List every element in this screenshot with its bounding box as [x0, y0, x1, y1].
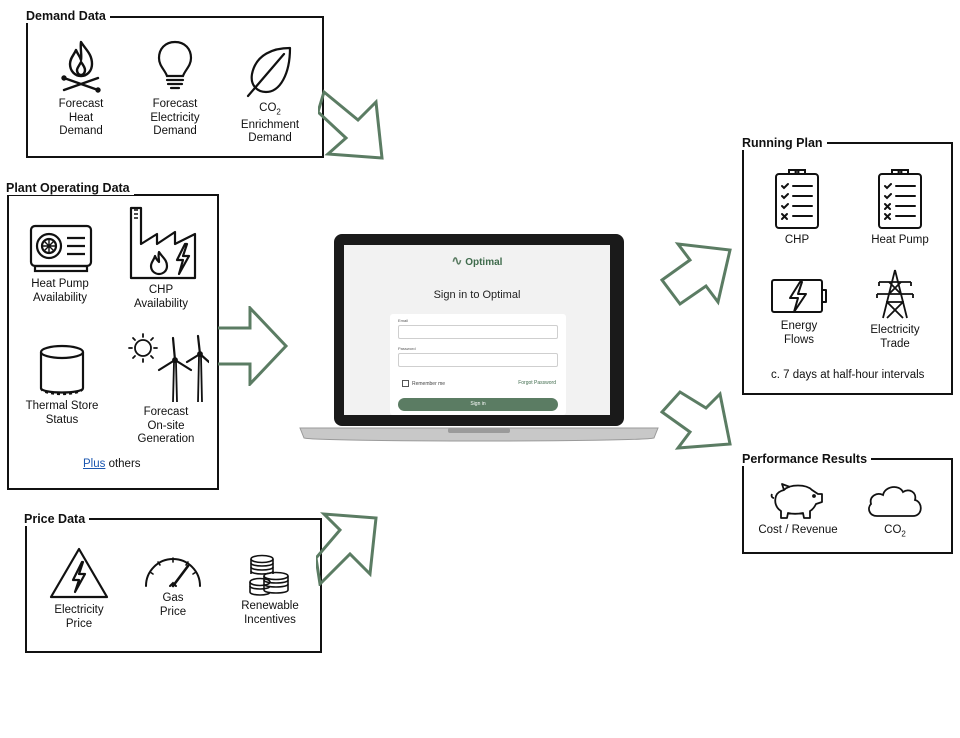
- price-data-title: Price Data: [24, 512, 90, 526]
- running-plan-chp: CHP: [764, 168, 830, 248]
- running-plan-heat-pump: Heat Pump: [862, 168, 938, 248]
- electricity-price: Electricity Price: [46, 546, 112, 631]
- forecast-onsite-generation-label: Forecast On-site Generation: [137, 406, 195, 445]
- cylinder-icon: [39, 344, 85, 396]
- cloud-icon: [868, 486, 922, 517]
- checklist-icon: [775, 169, 819, 229]
- checklist-icon: [878, 169, 922, 229]
- heat-pump-icon: [29, 224, 93, 273]
- electricity-price-label: Electricity Price: [54, 604, 104, 630]
- leaf-icon: [246, 46, 292, 98]
- renewable-incentives-label: Renewable Incentives: [241, 600, 299, 626]
- battery-icon: [771, 279, 827, 313]
- password-field[interactable]: [398, 353, 558, 367]
- performance-cost-revenue-label: Cost / Revenue: [758, 524, 838, 536]
- demand-data-title: Demand Data: [26, 9, 110, 23]
- forecast-electricity-demand: Forecast Electricity Demand: [142, 38, 208, 139]
- co2-enrichment-demand: CO2 Enrichment Demand: [236, 44, 304, 146]
- hazard-icon: [49, 547, 109, 599]
- thermal-store-status-label: Thermal Store Status: [25, 400, 99, 426]
- running-plan-energy-flows: Energy Flows: [766, 276, 832, 347]
- password-label: Password: [398, 346, 416, 351]
- forecast-heat-demand-label: Forecast Heat Demand: [58, 98, 104, 137]
- arrow-price-to-app: [316, 512, 378, 586]
- remember-me-label: Remember me: [412, 380, 446, 387]
- lightbulb-icon: [157, 40, 193, 90]
- checkbox-icon[interactable]: [402, 380, 409, 387]
- running-plan-electricity-trade-label: Electricity Trade: [870, 324, 920, 350]
- heat-pump-availability-label: Heat Pump Availability: [31, 278, 89, 304]
- factory-icon: [129, 206, 197, 280]
- performance-co2-label: CO2: [884, 524, 906, 539]
- plus-others-link[interactable]: Plus: [83, 458, 106, 470]
- gauge-icon: [145, 557, 201, 588]
- chp-availability: CHP Availability: [122, 204, 200, 311]
- arrow-app-to-performance: [660, 390, 732, 450]
- performance-results-title: Performance Results: [742, 452, 872, 466]
- forecast-onsite-generation: Forecast On-site Generation: [122, 330, 210, 447]
- running-plan-chp-label: CHP: [784, 234, 810, 246]
- coins-icon: [249, 554, 289, 596]
- chp-availability-label: CHP Availability: [133, 284, 189, 310]
- wind-solar-icon: [128, 333, 209, 402]
- plus-others-rest: others: [105, 458, 141, 470]
- arrow-demand-to-app: [318, 89, 384, 160]
- performance-co2: CO2: [862, 482, 928, 541]
- piggy-bank-icon: [770, 483, 823, 519]
- running-plan-energy-flows-label: Energy Flows: [780, 320, 818, 346]
- app-brand-name: Optimal: [465, 257, 503, 268]
- gas-price-label: Gas Price: [159, 592, 187, 618]
- pylon-icon: [876, 269, 914, 319]
- remember-me-checkbox[interactable]: Remember me: [402, 380, 445, 387]
- plant-operating-data-title: Plant Operating Data: [6, 181, 134, 195]
- forecast-electricity-demand-label: Forecast Electricity Demand: [150, 98, 200, 137]
- forecast-heat-demand: Forecast Heat Demand: [52, 38, 110, 139]
- heat-pump-availability: Heat Pump Availability: [22, 222, 98, 305]
- running-plan-heat-pump-label: Heat Pump: [871, 234, 929, 246]
- performance-cost-revenue: Cost / Revenue: [752, 480, 844, 538]
- thermal-store-status: Thermal Store Status: [22, 344, 102, 427]
- running-plan-note: c. 7 days at half-hour intervals: [771, 369, 925, 381]
- email-label: Email: [398, 318, 409, 323]
- forgot-password-link[interactable]: Forgot Password: [518, 380, 556, 386]
- optimal-logo-icon: ∿: [451, 253, 463, 268]
- plus-others-note: Plus others: [83, 458, 141, 470]
- running-plan-box: [742, 142, 953, 395]
- sign-in-card: Email Password Remember me Forgot Passwo…: [390, 314, 566, 415]
- plant-operating-data-box: [7, 194, 219, 490]
- app-sign-in-screen: ∿ Optimal Sign in to Optimal Email Passw…: [344, 245, 610, 415]
- email-field[interactable]: [398, 325, 558, 339]
- fire-icon: [61, 40, 101, 93]
- running-plan-electricity-trade: Electricity Trade: [860, 268, 930, 351]
- app-brand: ∿ Optimal: [344, 253, 610, 269]
- co2-enrichment-demand-label: CO2 Enrichment Demand: [240, 102, 300, 145]
- renewable-incentives: Renewable Incentives: [236, 554, 304, 627]
- arrow-plant-to-app: [218, 306, 289, 386]
- sign-in-button[interactable]: Sign in: [398, 398, 558, 411]
- running-plan-title: Running Plan: [742, 136, 827, 150]
- sign-in-heading: Sign in to Optimal: [433, 289, 521, 301]
- gas-price: Gas Price: [142, 554, 204, 619]
- arrow-app-to-running-plan: [660, 242, 732, 307]
